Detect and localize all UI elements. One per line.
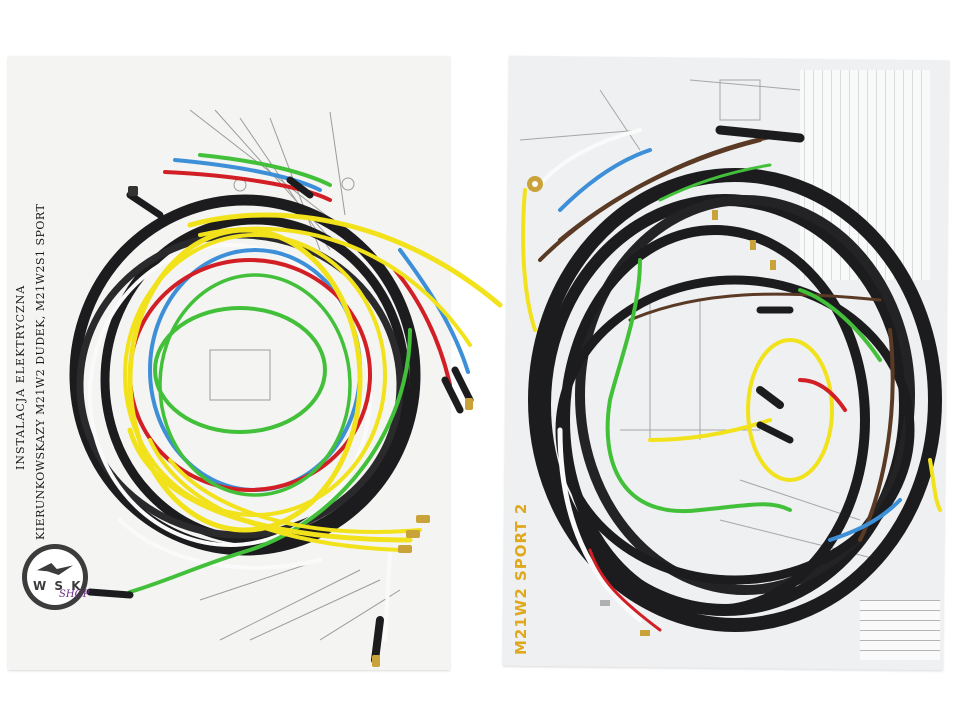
left-harness: [69, 153, 503, 664]
logo-bird-icon: [37, 563, 73, 575]
logo-script: SHOP: [59, 589, 90, 600]
right-sheet-notes: [800, 70, 930, 280]
right-sheet-table: [860, 600, 940, 660]
right-diagram-lines: [519, 79, 881, 561]
left-connectors: [128, 186, 473, 667]
logo-letters: W S K: [33, 579, 83, 593]
right-harness: [521, 125, 942, 632]
logo-icon: W S K SHOP: [22, 544, 90, 610]
right-connectors: [527, 176, 776, 636]
